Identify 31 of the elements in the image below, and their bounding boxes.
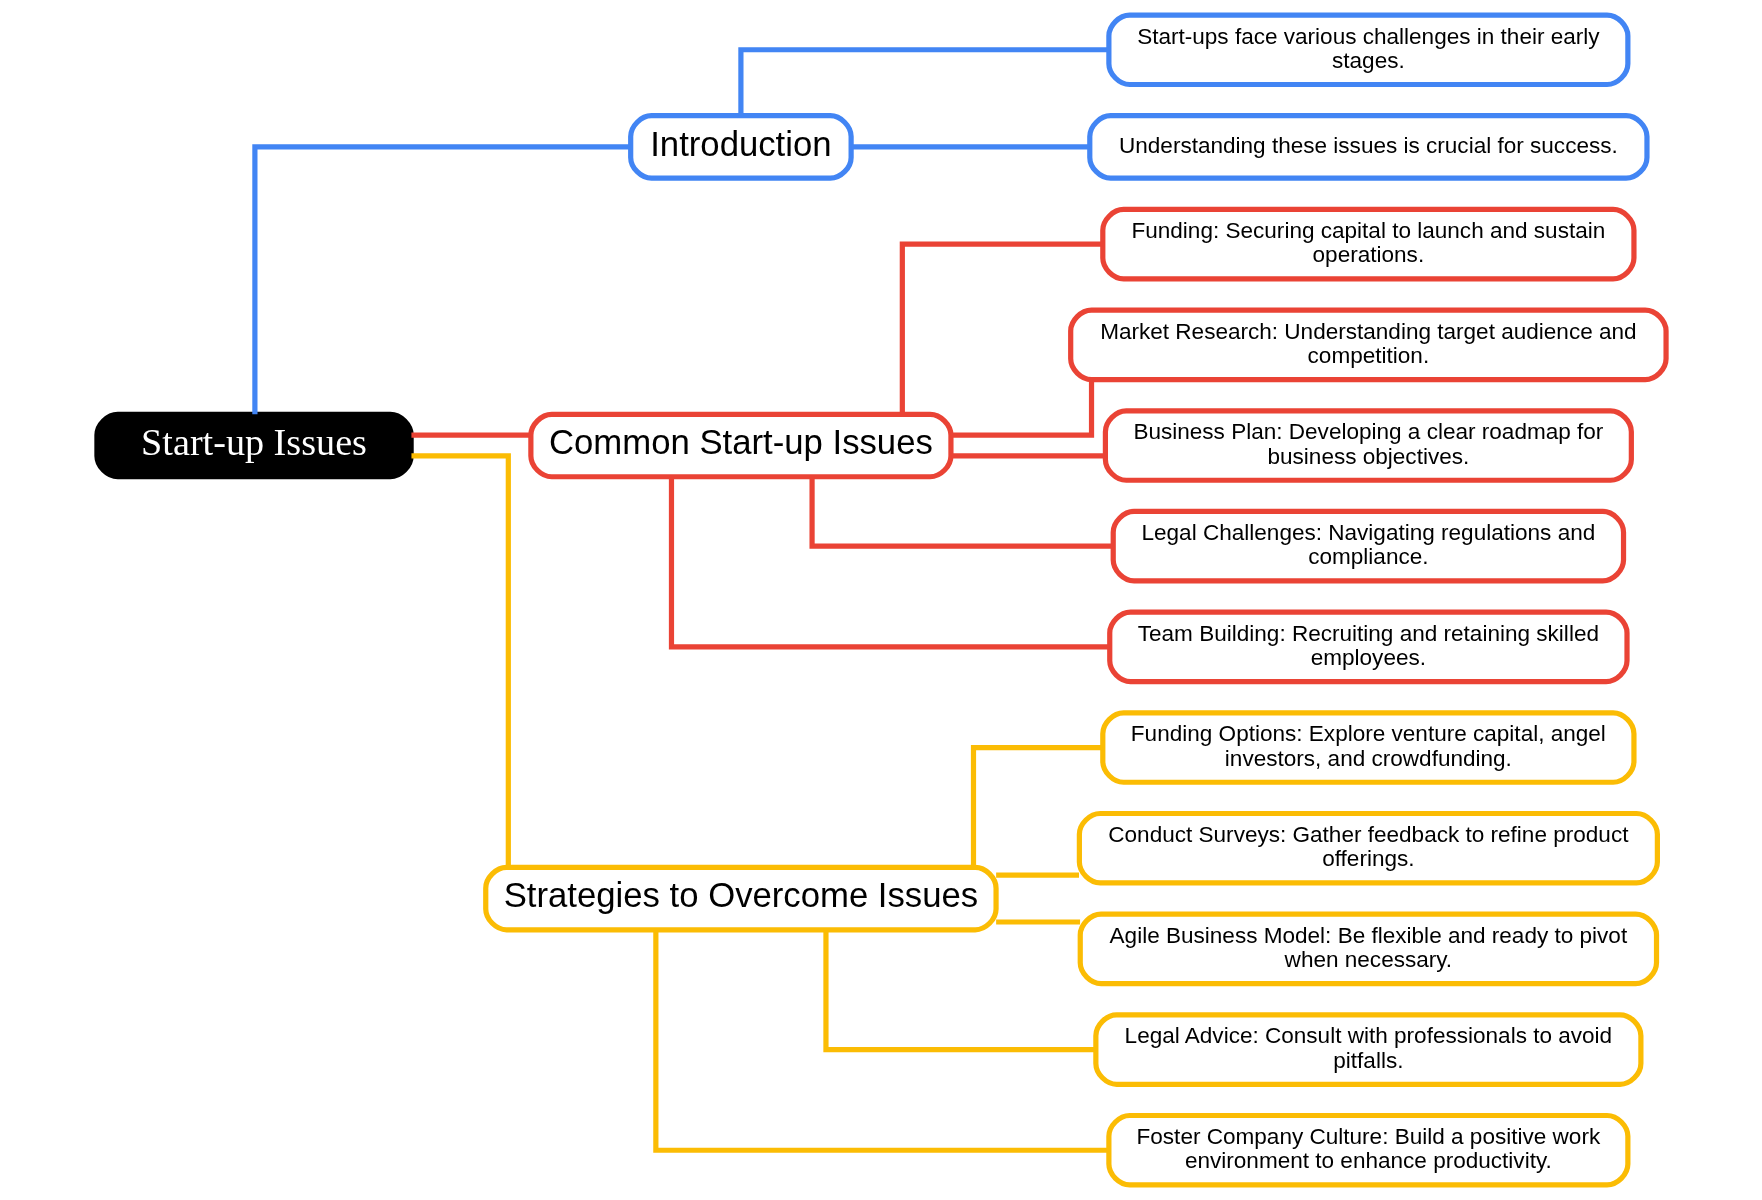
connector — [995, 872, 1079, 878]
connector — [970, 744, 1103, 868]
node-box: Legal Challenges: Navigating regulations and compliance. — [1110, 508, 1626, 584]
connector — [652, 929, 1109, 1153]
connector — [822, 929, 1096, 1053]
connector — [410, 453, 511, 867]
connector — [851, 144, 1090, 150]
node-box: Foster Company Culture: Build a positive work environment to enhance productivity. — [1105, 1112, 1630, 1188]
connector — [410, 432, 531, 438]
connector — [808, 476, 1113, 549]
node-box: Start-ups face various challenges in their early stages. — [1105, 12, 1630, 88]
node-box: Legal Advice: Consult with professionals to avoid pitfalls. — [1092, 1012, 1643, 1087]
node-box: Conduct Surveys: Gather feedback to refine product offerings. — [1076, 810, 1660, 886]
node-box: Start-up Issues — [93, 411, 414, 480]
node-box: Funding: Securing capital to launch and sustain operations. — [1099, 206, 1637, 282]
node-box: Common Start-up Issues — [527, 411, 954, 480]
node-box: Introduction — [627, 113, 854, 181]
connector — [995, 919, 1080, 925]
node-box: Business Plan: Developing a clear roadmap for business objectives. — [1102, 408, 1634, 483]
connector — [950, 453, 1105, 459]
connector — [899, 241, 1103, 415]
node-box: Funding Options: Explore venture capital, angel investors, and crowdfunding. — [1099, 710, 1637, 785]
connector — [668, 476, 1109, 650]
node-box: Market Research: Understanding target audience and competition. — [1067, 307, 1669, 383]
node-box: Understanding these issues is crucial for success. — [1086, 113, 1650, 181]
connector — [251, 144, 631, 415]
node-box: Strategies to Overcome Issues — [482, 864, 999, 933]
connector — [737, 47, 1109, 116]
connector — [950, 380, 1094, 438]
node-box: Team Building: Recruiting and retaining skilled employees. — [1106, 609, 1630, 685]
node-box: Agile Business Model: Be flexible and ready to pivot when necessary. — [1077, 911, 1659, 987]
